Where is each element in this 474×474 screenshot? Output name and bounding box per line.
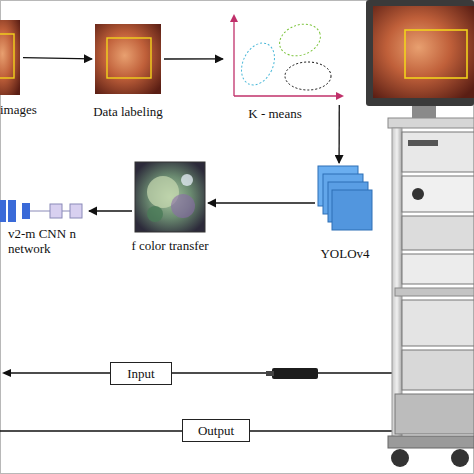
flow-arrow bbox=[89, 210, 132, 211]
labeling-step: Data labeling bbox=[95, 24, 161, 94]
node-label: images bbox=[0, 102, 60, 117]
recorder-unit bbox=[402, 216, 474, 250]
art-shape bbox=[285, 62, 331, 90]
art-shape bbox=[50, 204, 62, 218]
flow-arrow bbox=[208, 202, 315, 203]
insufflator-unit bbox=[402, 300, 474, 346]
art-shape bbox=[336, 92, 344, 100]
art-shape bbox=[230, 14, 238, 22]
art-shape bbox=[95, 24, 161, 94]
node-label: Input bbox=[127, 366, 154, 381]
input-wire bbox=[4, 372, 405, 373]
input-box: Input bbox=[110, 362, 172, 385]
kmeans-step-art bbox=[226, 14, 344, 102]
unit-panel bbox=[408, 140, 438, 146]
node-label: Output bbox=[198, 423, 234, 438]
art-shape bbox=[181, 174, 193, 186]
yolo-step: YOLOv4 bbox=[318, 166, 372, 240]
detection-box bbox=[405, 30, 467, 78]
art-shape bbox=[30, 211, 50, 212]
middle-shelf bbox=[395, 288, 474, 296]
cart-foot bbox=[388, 436, 474, 448]
storage-unit bbox=[402, 350, 474, 390]
flow-arrow bbox=[23, 58, 92, 59]
art-shape bbox=[275, 19, 325, 62]
cart-base bbox=[395, 394, 474, 434]
flow-arrow bbox=[338, 105, 339, 163]
wheel bbox=[451, 449, 469, 467]
wheel bbox=[391, 449, 409, 467]
art-shape bbox=[70, 204, 82, 218]
top-shelf bbox=[388, 118, 474, 128]
color-transfer-step-art bbox=[135, 162, 205, 232]
art-shape bbox=[0, 20, 20, 95]
art-shape bbox=[62, 211, 70, 212]
processor-unit bbox=[402, 132, 474, 172]
art-shape bbox=[107, 38, 151, 78]
output-box: Output bbox=[182, 419, 250, 442]
art-shape bbox=[332, 190, 372, 230]
art-shape bbox=[0, 200, 6, 222]
image-source-art bbox=[0, 20, 20, 95]
cart-pole bbox=[392, 128, 402, 438]
node-label: v2-m CNN n network bbox=[8, 226, 80, 256]
color-transfer-step: f color transfer bbox=[135, 162, 205, 232]
art-shape bbox=[233, 18, 234, 96]
art-shape bbox=[234, 95, 338, 96]
art-shape bbox=[147, 206, 163, 222]
pump-unit bbox=[402, 254, 474, 284]
network-step: v2-m CNN n network bbox=[0, 198, 86, 224]
art-shape bbox=[0, 34, 14, 78]
node-label: f color transfer bbox=[117, 238, 223, 253]
flow-arrow bbox=[164, 58, 223, 59]
art-shape bbox=[8, 200, 16, 222]
art-shape bbox=[135, 162, 205, 232]
node-label: YOLOv4 bbox=[306, 246, 384, 261]
capture-plug bbox=[266, 371, 274, 376]
capture-device bbox=[272, 368, 318, 379]
kmeans-step: K - means bbox=[226, 14, 344, 102]
node-label: K - means bbox=[220, 106, 330, 121]
monitor-frame bbox=[366, 0, 474, 106]
light-source bbox=[402, 176, 474, 212]
image-source: images bbox=[0, 20, 20, 95]
art-shape bbox=[171, 194, 195, 218]
monitor-screen bbox=[373, 6, 474, 98]
yolo-step-art bbox=[318, 166, 372, 240]
labeling-step-art bbox=[95, 24, 161, 94]
art-shape bbox=[235, 38, 281, 91]
node-label: Data labeling bbox=[73, 104, 183, 119]
input-arrow-head bbox=[2, 369, 11, 377]
art-shape bbox=[22, 203, 30, 219]
unit-socket bbox=[412, 188, 424, 200]
network-step-art bbox=[0, 198, 86, 224]
